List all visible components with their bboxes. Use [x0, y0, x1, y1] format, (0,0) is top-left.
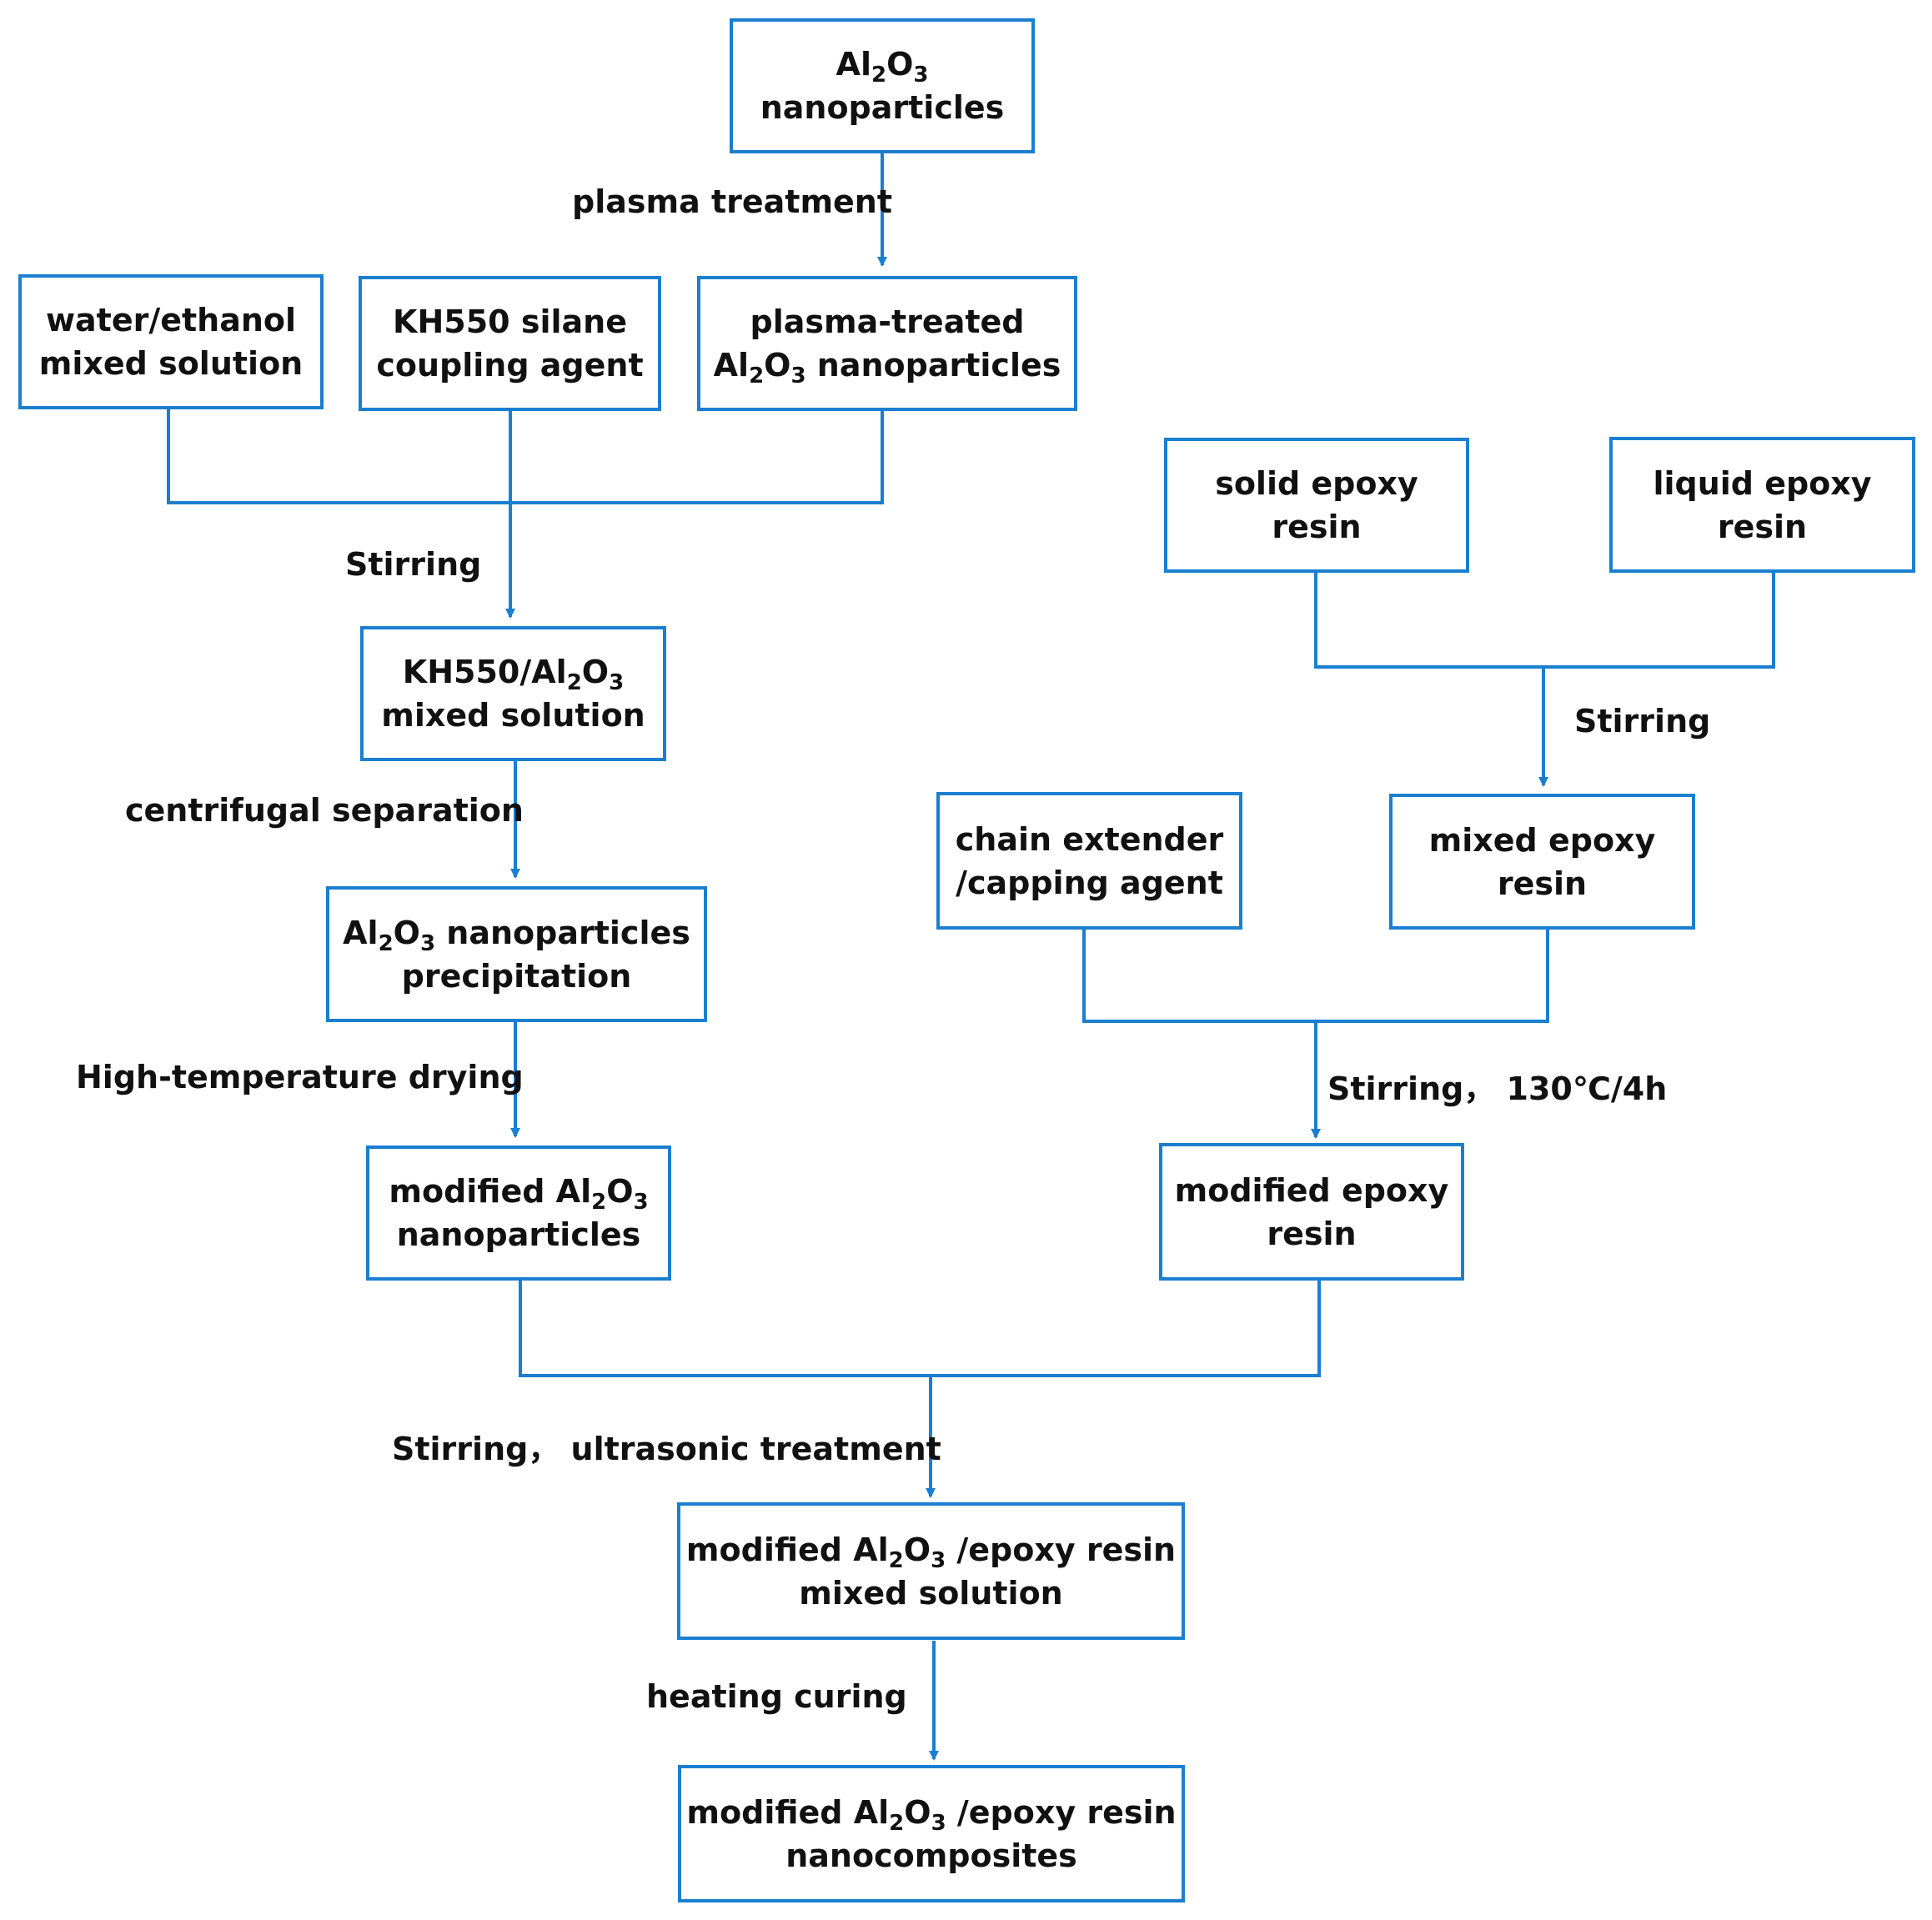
node-liquid-epoxy: liquid epoxy resin — [1609, 437, 1915, 573]
node-solid-epoxy: solid epoxy resin — [1164, 438, 1469, 573]
node-modified-al2o3: modified Al2O3 nanoparticles — [366, 1145, 671, 1281]
node-chain-extender-line2: /capping agent — [956, 864, 1223, 901]
step-label-stirring-130: Stirring， 130℃/4h — [1327, 1070, 1668, 1107]
node-nanocomposites-line1: modified Al2O3 /epoxy resin — [686, 1793, 1177, 1836]
node-water-ethanol: water/ethanol mixed solution — [18, 274, 324, 409]
node-kh550-silane-line1: KH550 silane — [393, 303, 627, 340]
node-precipitation-line2: precipitation — [401, 957, 632, 995]
node-mixed-solution-final: modified Al2O3 /epoxy resin mixed soluti… — [677, 1502, 1185, 1640]
step-label-stirring-2: Stirring — [1574, 703, 1711, 739]
node-plasma-treated: plasma-treated Al2O3 nanoparticles — [697, 276, 1077, 411]
node-nanocomposites: modified Al2O3 /epoxy resin nanocomposit… — [678, 1765, 1185, 1902]
node-kh550-al2o3-mixed: KH550/Al2O3 mixed solution — [360, 626, 666, 761]
node-modified-epoxy-line2: resin — [1267, 1215, 1357, 1252]
merge-connector-top-left — [167, 409, 884, 504]
node-modified-al2o3-line1: modified Al2O3 — [389, 1173, 649, 1215]
node-al2o3-line1: Al2O3 — [836, 46, 929, 88]
step-label-centrifugal-separation: centrifugal separation — [125, 792, 524, 829]
node-chain-extender-line1: chain extender — [955, 820, 1224, 858]
node-modified-epoxy: modified epoxy resin — [1159, 1143, 1464, 1281]
node-chain-extender: chain extender /capping agent — [936, 792, 1242, 930]
node-kh550-mixed-line2: mixed solution — [381, 697, 645, 734]
node-mixed-epoxy: mixed epoxy resin — [1389, 794, 1695, 930]
node-kh550-mixed-line1: KH550/Al2O3 — [402, 654, 625, 695]
node-modified-epoxy-line1: modified epoxy — [1174, 1171, 1449, 1209]
merge-connector-epoxy — [1314, 573, 1775, 669]
node-solid-epoxy-line1: solid epoxy — [1215, 465, 1418, 502]
node-kh550-silane: KH550 silane coupling agent — [359, 276, 661, 411]
node-liquid-epoxy-line2: resin — [1717, 508, 1808, 545]
node-water-ethanol-line2: mixed solution — [38, 345, 304, 382]
step-label-heating-curing: heating curing — [646, 1678, 907, 1715]
node-solid-epoxy-line2: resin — [1272, 509, 1362, 545]
node-precipitation: Al2O3 nanoparticles precipitation — [326, 886, 707, 1022]
node-mixed-solution-final-line2: mixed solution — [799, 1574, 1063, 1612]
node-water-ethanol-line1: water/ethanol — [45, 302, 297, 338]
node-kh550-silane-line2: coupling agent — [376, 347, 644, 383]
node-modified-al2o3-line2: nanoparticles — [396, 1216, 641, 1253]
node-plasma-treated-line1: plasma-treated — [750, 303, 1025, 340]
node-al2o3-nanoparticles: Al2O3 nanoparticles — [730, 18, 1035, 153]
node-al2o3-line2: nanoparticles — [760, 89, 1005, 126]
merge-connector-final — [519, 1281, 1321, 1377]
node-nanocomposites-line2: nanocomposites — [785, 1837, 1077, 1874]
node-plasma-treated-line2: Al2O3 nanoparticles — [713, 347, 1061, 389]
step-label-stirring-1: Stirring — [345, 546, 482, 583]
node-mixed-epoxy-line1: mixed epoxy — [1428, 821, 1656, 859]
step-label-stirring-ultrasonic: Stirring， ultrasonic treatment — [392, 1431, 941, 1467]
merge-connector-chain — [1082, 928, 1549, 1023]
node-precipitation-line1: Al2O3 nanoparticles — [343, 914, 690, 956]
node-mixed-epoxy-line2: resin — [1497, 865, 1588, 902]
step-label-high-temp-drying: High-temperature drying — [76, 1059, 524, 1095]
step-label-plasma-treatment: plasma treatment — [572, 183, 893, 220]
node-liquid-epoxy-line1: liquid epoxy — [1653, 464, 1872, 502]
node-mixed-solution-final-line1: modified Al2O3 /epoxy resin — [685, 1531, 1177, 1573]
